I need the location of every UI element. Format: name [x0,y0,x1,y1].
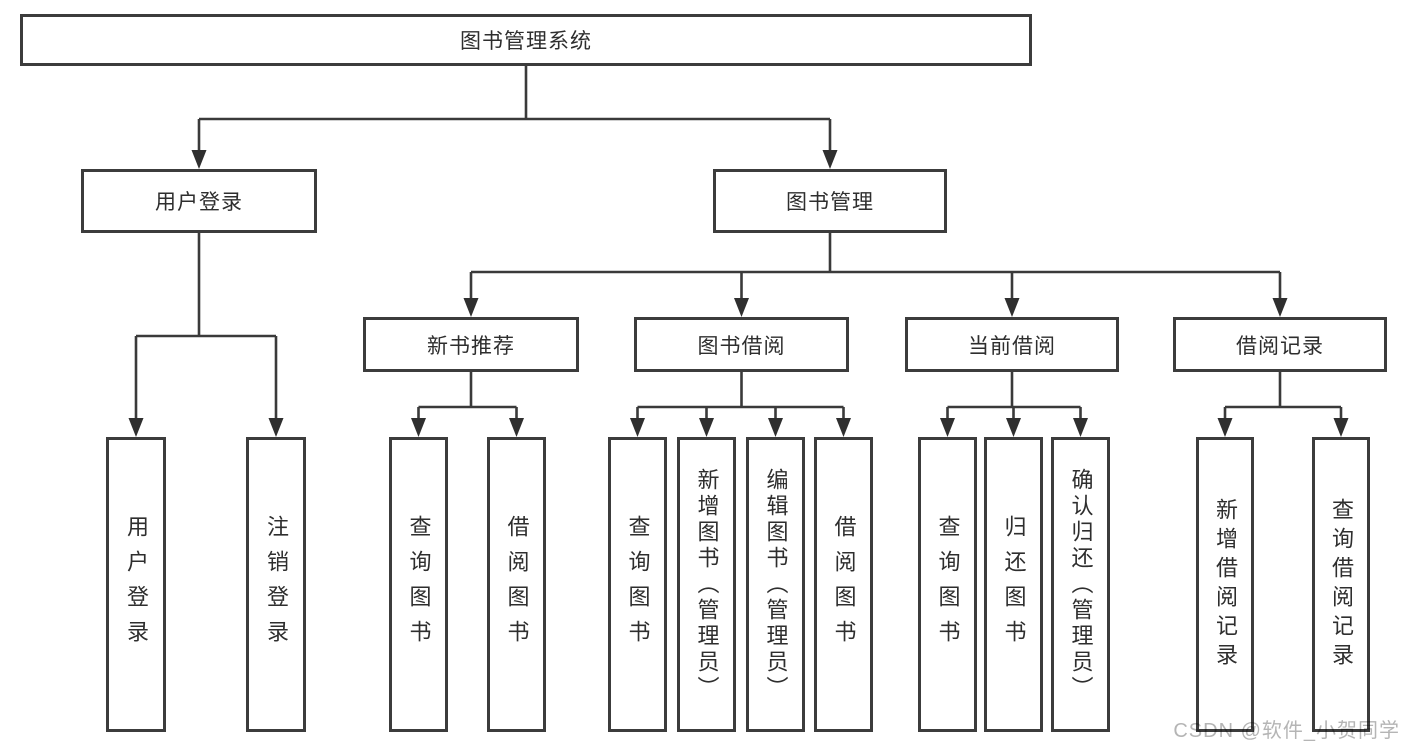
node-user-login: 用户登录 [81,169,317,233]
node-new-book-recommend: 新书推荐 [363,317,579,372]
leaf-add-books-admin: 新增图书（管理员） [677,437,736,732]
leaf-borrow-books-recommend: 借阅图书 [487,437,546,732]
node-current-borrow: 当前借阅 [905,317,1119,372]
leaf-confirm-return-admin: 确认归还（管理员） [1051,437,1110,732]
node-book-management: 图书管理 [713,169,947,233]
node-borrow-records: 借阅记录 [1173,317,1387,372]
leaf-query-books-recommend: 查询图书 [389,437,448,732]
leaf-query-borrow-record: 查询借阅记录 [1312,437,1370,732]
node-library-system: 图书管理系统 [20,14,1032,66]
leaf-add-borrow-record: 新增借阅记录 [1196,437,1254,732]
leaf-query-books-borrow: 查询图书 [608,437,667,732]
node-book-borrow: 图书借阅 [634,317,849,372]
leaf-edit-books-admin: 编辑图书（管理员） [746,437,805,732]
leaf-query-books-current: 查询图书 [918,437,977,732]
csdn-watermark: CSDN @软件_小贺同学 [1173,720,1400,742]
leaf-logout: 注销登录 [246,437,306,732]
leaf-borrow-books: 借阅图书 [814,437,873,732]
leaf-return-books: 归还图书 [984,437,1043,732]
leaf-user-login: 用户登录 [106,437,166,732]
